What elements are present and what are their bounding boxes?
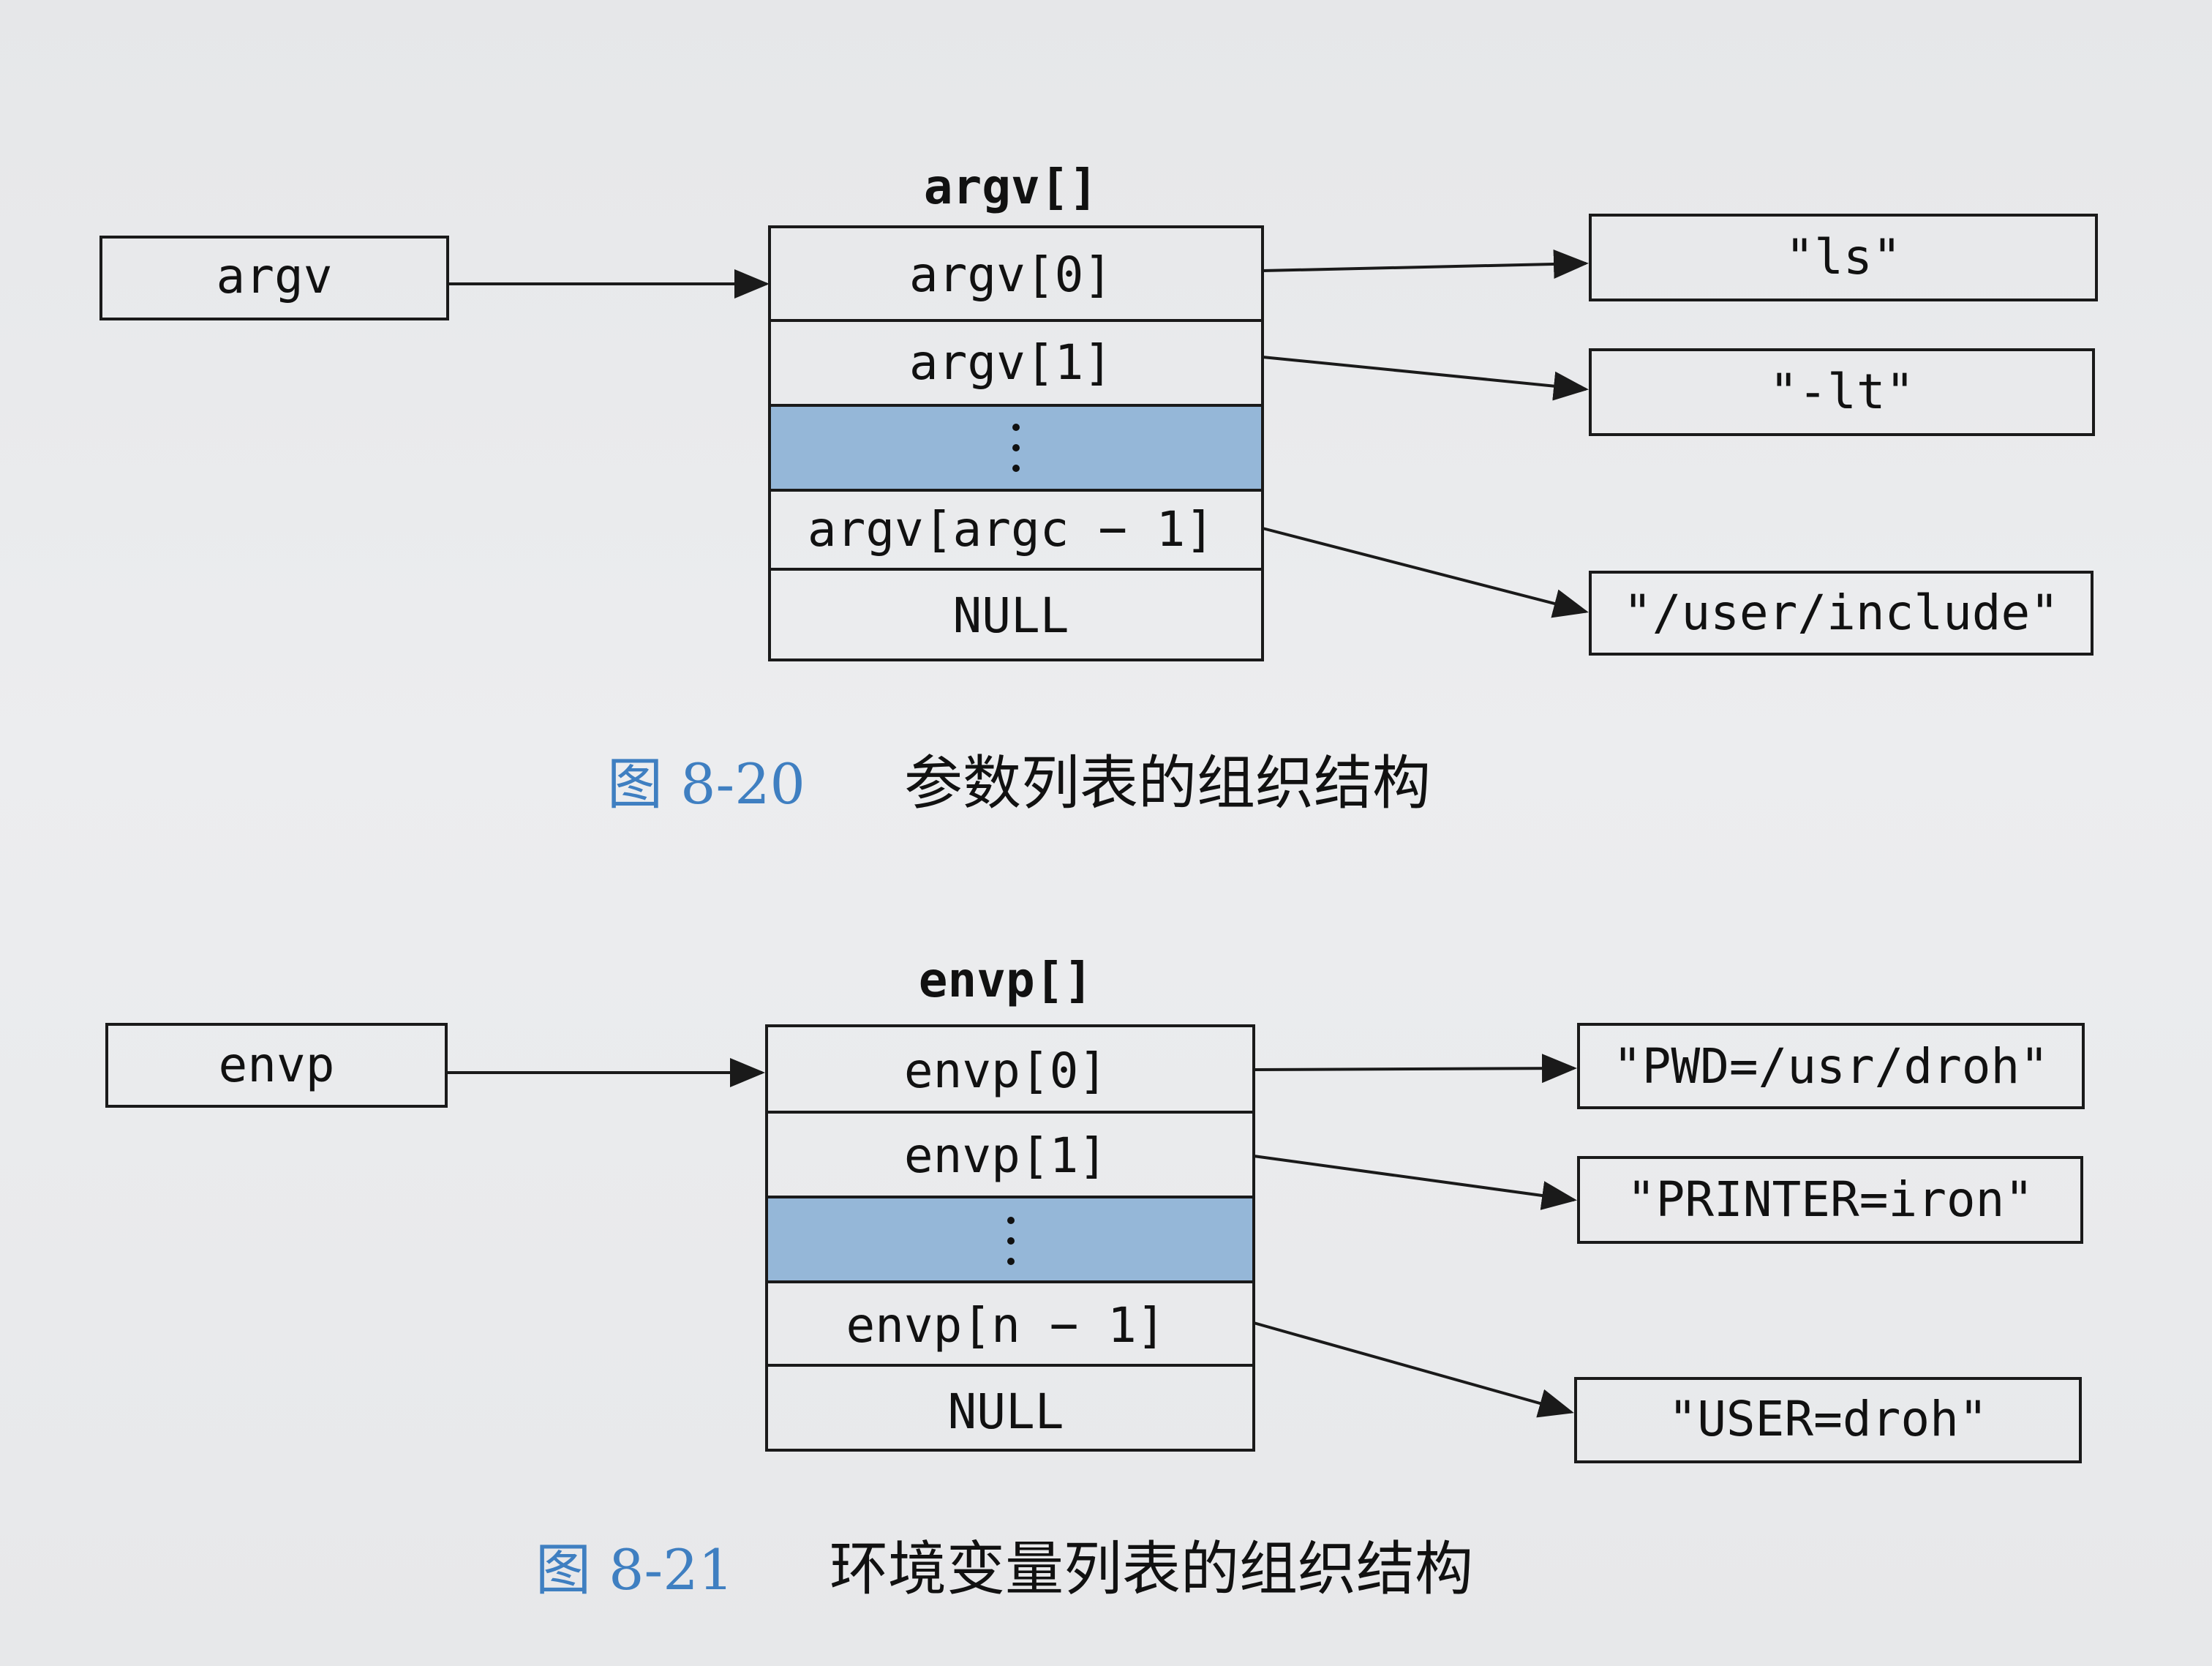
- envp-string-1: "PRINTER=iron": [1627, 1171, 2034, 1228]
- envp-null-label: NULL: [948, 1384, 1064, 1440]
- argv-string-box-2: [1589, 571, 2094, 656]
- argv-cell-0-label: argv[0]: [909, 247, 1113, 303]
- argv-cell-1-label: argv[1]: [909, 334, 1113, 391]
- envp-vertical-ellipsis: [1007, 1217, 1015, 1265]
- envp-pointer-box: [105, 1023, 448, 1108]
- argv-string-1: "-lt": [1769, 364, 1915, 420]
- argv-string-2: "/user/include": [1623, 585, 2059, 641]
- envp-string-box-0: [1577, 1023, 2085, 1109]
- argv-null-cell: [768, 568, 1264, 661]
- figure-8-20: argv argv[] argv[0] argv[1] argv[argc − …: [99, 159, 2098, 817]
- argv-null-label: NULL: [953, 588, 1069, 644]
- figure-8-21-number: 图 8-21: [535, 1537, 734, 1602]
- envp-string-0: "PWD=/usr/droh": [1613, 1038, 2049, 1095]
- figure-8-20-number: 图 8-20: [607, 751, 805, 817]
- envp-string-box-1: [1577, 1156, 2083, 1244]
- argv-string-box-1: [1589, 348, 2095, 436]
- argv-vertical-ellipsis: [1012, 424, 1020, 472]
- argv-pointer-box: [99, 236, 449, 320]
- envp-array-title: envp[]: [919, 952, 1093, 1008]
- envp-cell-last-label: envp[n − 1]: [846, 1297, 1165, 1354]
- figure-8-21-caption: 环境变量列表的组织结构: [830, 1535, 1473, 1603]
- argv1-to-string-arrow: [1262, 356, 1589, 401]
- argv-string-0: "ls": [1786, 229, 1902, 285]
- envp-cell-0-label: envp[0]: [904, 1043, 1107, 1099]
- figure-8-20-caption: 参数列表的组织结构: [904, 749, 1431, 817]
- argv-pointer-label: argv: [217, 248, 333, 304]
- envp-null-cell: [765, 1364, 1255, 1452]
- envp-string-box-2: [1574, 1377, 2082, 1463]
- envp-pointer-label: envp: [219, 1037, 335, 1093]
- figure-8-21: envp envp[] envp[0] envp[1] envp[n − 1] …: [105, 952, 2085, 1603]
- envp-cell-1-label: envp[1]: [904, 1127, 1107, 1184]
- argv-string-box-0: [1589, 214, 2098, 301]
- envp1-to-string-arrow: [1253, 1155, 1577, 1210]
- argvlast-to-string-arrow: [1262, 527, 1589, 618]
- argv0-to-string-arrow: [1262, 249, 1589, 279]
- argv-array-title: argv[]: [924, 159, 1098, 215]
- argv-cell-last-label: argv[argc − 1]: [808, 501, 1214, 558]
- envp0-to-string-arrow: [1253, 1054, 1577, 1084]
- envp-string-2: "USER=droh": [1668, 1391, 1987, 1447]
- envplast-to-string-arrow: [1253, 1321, 1574, 1418]
